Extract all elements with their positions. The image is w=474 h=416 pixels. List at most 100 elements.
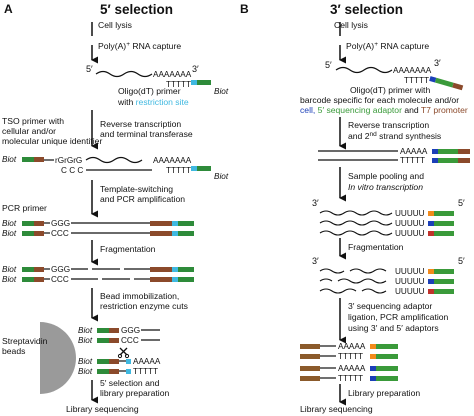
b-polya-capture: Poly(A)+ RNA capture	[346, 41, 429, 51]
b-frag-uuuuu2: UUUUU	[395, 277, 425, 286]
a-bd1-biotin	[97, 328, 109, 333]
b-frag3-a	[319, 288, 357, 294]
b-ivt1-bc	[428, 211, 434, 216]
a-mrna-polya: AAAAAAA	[153, 70, 192, 79]
a-tso-biot: Biot	[2, 155, 17, 164]
a-oligo-polyt: TTTTT	[166, 80, 191, 89]
b-oligo-line2: barcode specific for each molecule and/o…	[300, 95, 459, 105]
a-rt-line2: and terminal transferase	[100, 129, 193, 139]
b-ivt-uuuuu3: UUUUU	[395, 229, 425, 238]
b-seq3-line1: 3′ sequencing adaptor	[348, 301, 432, 311]
a-sel-line2: library preparation	[100, 388, 169, 398]
a-sel-line1: 5′ selection and	[100, 378, 160, 388]
b-ds1-barcode	[432, 149, 438, 154]
b-mrna-line	[335, 66, 393, 74]
a-bd-ttttt: TTTTT	[133, 367, 158, 376]
a-bd3-umi	[109, 359, 119, 364]
a-mrna-line	[95, 70, 153, 78]
b-frag1-adaptor	[434, 269, 454, 274]
b-lib3-left	[300, 366, 320, 371]
panel-a-title: 5′ selection	[100, 2, 173, 17]
b-ivt3-bc	[428, 231, 434, 236]
a-bd-ccc: CCC	[121, 336, 139, 345]
b-frag3-adaptor	[434, 289, 454, 294]
a-pcr1-biotin	[22, 221, 34, 226]
b-frag-uuuuu3: UUUUU	[395, 287, 425, 296]
a-frag1-biotin	[22, 267, 34, 272]
b-lib-aaaaa2: AAAAA	[338, 364, 366, 373]
b-library-molecules: AAAAA TTTTT AAAAA TTTTT	[300, 342, 398, 383]
b-ivt3-rna	[319, 230, 393, 236]
b-final: Library sequencing	[300, 404, 373, 414]
a-bd1-umi	[109, 328, 119, 333]
b-seq3-line3: using 3′ and 5′ adaptors	[348, 323, 439, 333]
b-lib2-left	[300, 354, 320, 359]
a-bead-line1: Bead immobilization,	[100, 291, 179, 301]
b-ivt3-adaptor	[434, 231, 454, 236]
b-frag1-b	[349, 268, 387, 274]
b-lib-aaaaa1: AAAAA	[338, 342, 366, 351]
a-frag2-restriction	[172, 277, 178, 282]
a-pcr-ccc: CCC	[51, 229, 69, 238]
a-frag2-end	[178, 277, 194, 282]
b-mrna-3prime: 3′	[434, 58, 441, 68]
b-lib1-adaptor	[376, 344, 398, 349]
b-ivt2-rna	[319, 220, 393, 226]
a-pcr-biot2: Biot	[2, 229, 17, 238]
a-ccc-spaced: C C C	[61, 166, 83, 175]
b-pool-line1: Sample pooling and	[348, 171, 424, 181]
a-bd-biot2: Biot	[78, 336, 93, 345]
a-cell-lysis: Cell lysis	[98, 20, 132, 30]
panel-a: A 5′ selection Cell lysis Poly(A)+ RNA c…	[2, 2, 229, 414]
a-streptavidin-bead	[40, 322, 76, 394]
b-lib3-adaptor	[376, 366, 398, 371]
a-pcr-ggg: GGG	[51, 219, 70, 228]
b-ds2-t7	[458, 158, 470, 163]
b-lib1-bc	[370, 344, 376, 349]
a-bd4-biotin	[97, 369, 109, 374]
b-lib2-adaptor	[376, 354, 398, 359]
b-ivt-5prime: 5′	[458, 198, 465, 208]
a-pcr1-restriction	[172, 221, 178, 226]
b-lib1-left	[300, 344, 320, 349]
a-cdna-rna	[85, 156, 143, 164]
a-frag1-tail	[150, 267, 172, 272]
b-ivt2-bc	[428, 221, 434, 226]
b-lib4-adaptor	[376, 376, 398, 381]
a-ts-line2: and PCR amplification	[100, 194, 185, 204]
a-pcr1-umi	[34, 221, 44, 226]
a-cdna-biotin	[197, 166, 211, 171]
a-pcr-primer-label: PCR primer	[2, 203, 47, 213]
b-rt-line1: Reverse transcription	[348, 120, 429, 130]
b-frag2-b	[337, 278, 387, 284]
a-bd3-biotin	[97, 359, 109, 364]
b-frag2-a	[319, 278, 333, 282]
a-restriction-site	[191, 80, 197, 85]
b-lib-ttttt2: TTTTT	[338, 374, 363, 383]
b-mrna-5prime: 5′	[325, 60, 332, 70]
a-pcr-biot1: Biot	[2, 219, 17, 228]
b-oligo-line1: Oligo(dT) primer with	[350, 85, 430, 95]
a-bd-biot3: Biot	[78, 357, 93, 366]
a-bd2-umi	[109, 338, 119, 343]
a-bd-ggg: GGG	[121, 326, 140, 335]
a-oligo-biotin-handle	[197, 80, 211, 85]
a-pcr2-end	[178, 231, 194, 236]
a-pcr2-umi	[34, 231, 44, 236]
a-bead-line2: restriction enzyme cuts	[100, 301, 188, 311]
a-bd2-biotin	[97, 338, 109, 343]
panel-b: B 3′ selection Cell lysis Poly(A)+ RNA c…	[240, 2, 470, 414]
a-frag: Fragmentation	[100, 244, 156, 254]
b-ds-ttttt: TTTTT	[400, 156, 425, 165]
b-rt-line2: and 2nd strand synthesis	[348, 131, 441, 141]
a-cdna-biot: Biot	[214, 172, 229, 181]
b-frag1-a	[319, 268, 345, 274]
b-ivt-uuuuu1: UUUUU	[395, 209, 425, 218]
a-polya-capture: Poly(A)+ RNA capture	[98, 41, 181, 51]
a-oligo-line1: Oligo(dT) primer	[118, 86, 181, 96]
a-tso-line2: cellular and/or	[2, 126, 56, 136]
b-ivt-3prime: 3′	[312, 198, 319, 208]
a-tso-line3: molecular unique identifier	[2, 136, 102, 146]
